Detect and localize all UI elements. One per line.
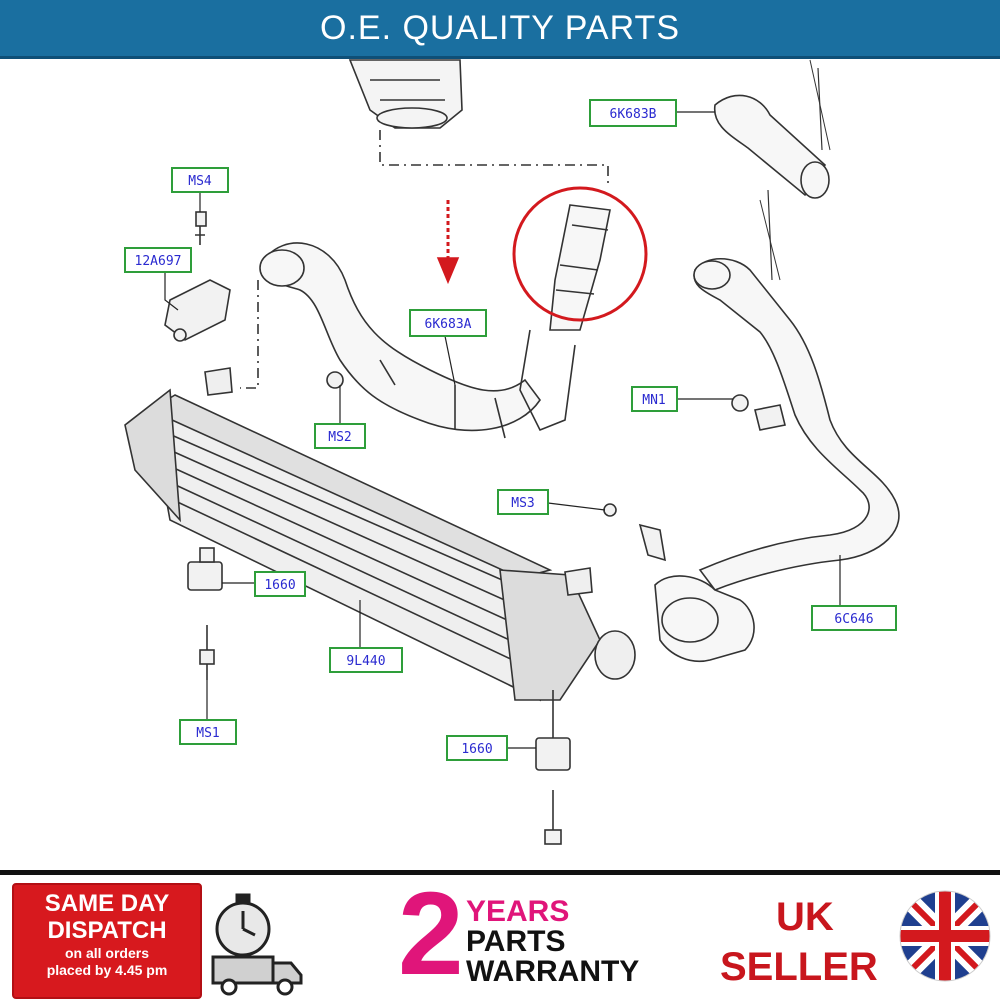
dispatch-line3: on all orders: [64, 945, 150, 961]
label-ms2: MS2: [328, 430, 351, 445]
stopwatch-truck-icon: [211, 893, 303, 996]
label-6k683b-box: [589, 99, 677, 127]
label-6c646-box: [811, 605, 897, 631]
label-6k683a-box: [409, 309, 487, 337]
warranty-line1: YEARS: [466, 895, 570, 928]
label-6k683a: 6K683A: [425, 317, 472, 332]
throttle-body-drawing: [348, 59, 463, 129]
label-1660-left-box: [254, 571, 306, 597]
warranty-line2: PARTS: [466, 925, 566, 958]
label-9l440-box: [329, 647, 403, 673]
union-jack-flag-icon: [899, 890, 991, 982]
warranty-badge: 2 YEARS PARTS WARRANTY: [398, 875, 648, 999]
hose-6c646-drawing: [654, 258, 900, 662]
label-6c646: 6C646: [834, 612, 873, 627]
map-sensor-drawing: [164, 220, 231, 342]
footer-badges: SAME DAY DISPATCH on all orders placed b…: [0, 870, 1000, 1005]
label-mn1: MN1: [642, 393, 665, 408]
label-6k683b: 6K683B: [610, 107, 657, 122]
label-ms1: MS1: [196, 726, 219, 741]
label-ms3: MS3: [511, 496, 534, 511]
label-ms3-box: [497, 489, 549, 515]
intercooler-drawing: [124, 367, 636, 702]
uk-line1: UK: [776, 895, 834, 939]
label-ms4: MS4: [188, 174, 212, 189]
parts-diagram: MS4 12A697 6K683B 6K683A MS2 MN1 MS3 166…: [0, 56, 1000, 870]
highlighted-pipe-drawing: [519, 204, 611, 432]
warranty-line3: WARRANTY: [466, 955, 640, 988]
label-mn1-box: [631, 386, 678, 412]
dispatch-line4: placed by 4.45 pm: [46, 962, 168, 978]
dispatch-line1: SAME DAY: [44, 890, 170, 917]
label-1660-left: 1660: [264, 578, 295, 593]
hose-6k683a-drawing: [259, 242, 541, 439]
warranty-number: 2: [398, 868, 464, 1000]
label-12a697: 12A697: [135, 254, 182, 269]
highlight-circle: [512, 186, 648, 322]
dispatch-line2: DISPATCH: [47, 917, 167, 944]
same-day-dispatch-badge: SAME DAY DISPATCH on all orders placed b…: [12, 883, 202, 999]
label-ms2-box: [314, 423, 366, 449]
banner-title: O.E. QUALITY PARTS: [320, 8, 680, 47]
label-ms1-box: [179, 719, 237, 745]
hose-6k683b-drawing: [714, 94, 830, 199]
label-12a697-box: [124, 247, 192, 273]
top-banner: O.E. QUALITY PARTS: [0, 0, 1000, 59]
label-ms4-box: [171, 167, 229, 193]
uk-seller-badge: UK SELLER: [720, 885, 900, 995]
label-1660-bottom-box: [446, 735, 508, 761]
label-1660-bottom: 1660: [461, 742, 492, 757]
uk-line2: SELLER: [720, 945, 878, 989]
label-9l440: 9L440: [346, 654, 385, 669]
